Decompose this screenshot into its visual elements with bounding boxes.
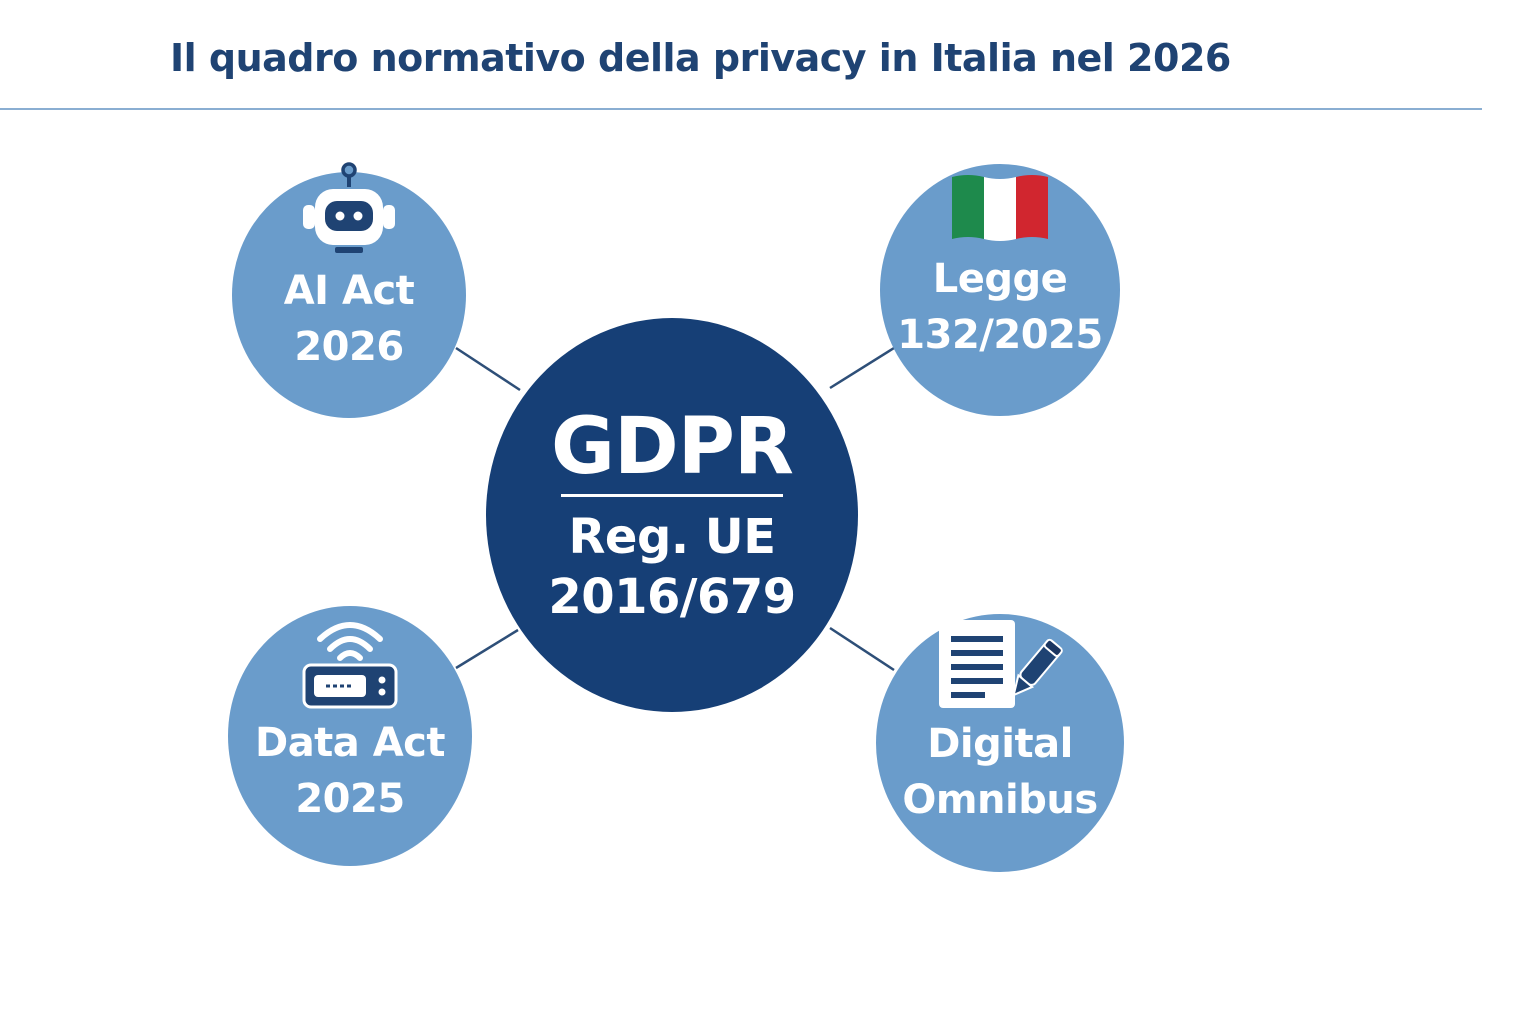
robot-icon — [303, 162, 395, 253]
connector-legge — [829, 346, 895, 390]
node-data-act-line1: Data Act — [254, 720, 446, 766]
center-gdpr: GDPR Reg. UE 2016/679 — [486, 318, 858, 712]
page-title: Il quadro normativo della privacy in Ita… — [170, 36, 1231, 80]
center-divider — [561, 493, 783, 497]
connector-digital-omnibus — [829, 626, 895, 672]
node-digital-omnibus-line1: Digital — [927, 721, 1073, 767]
connector-data-act — [455, 628, 519, 670]
node-legge-line2: 132/2025 — [897, 312, 1103, 358]
node-digital-omnibus-line2: Omnibus — [902, 777, 1098, 823]
node-data-act: Data Act 2025 — [228, 606, 472, 866]
node-ai-act: AI Act 2026 — [232, 162, 466, 418]
connector-ai-act — [455, 346, 521, 392]
document-pen-icon — [939, 620, 1063, 708]
node-digital-omnibus: Digital Omnibus — [876, 614, 1124, 872]
node-ai-act-line2: 2026 — [294, 324, 404, 370]
node-data-act-line2: 2025 — [295, 776, 405, 822]
center-title: GDPR — [551, 401, 794, 492]
wifi-device-icon — [302, 622, 398, 709]
node-ai-act-line1: AI Act — [283, 268, 415, 314]
title-divider — [0, 108, 1482, 110]
center-line1: Reg. UE — [568, 508, 776, 565]
italian-flag-icon — [952, 175, 1048, 241]
center-line2: 2016/679 — [548, 568, 796, 625]
node-legge-line1: Legge — [932, 256, 1068, 302]
node-legge: Legge 132/2025 — [880, 164, 1120, 416]
